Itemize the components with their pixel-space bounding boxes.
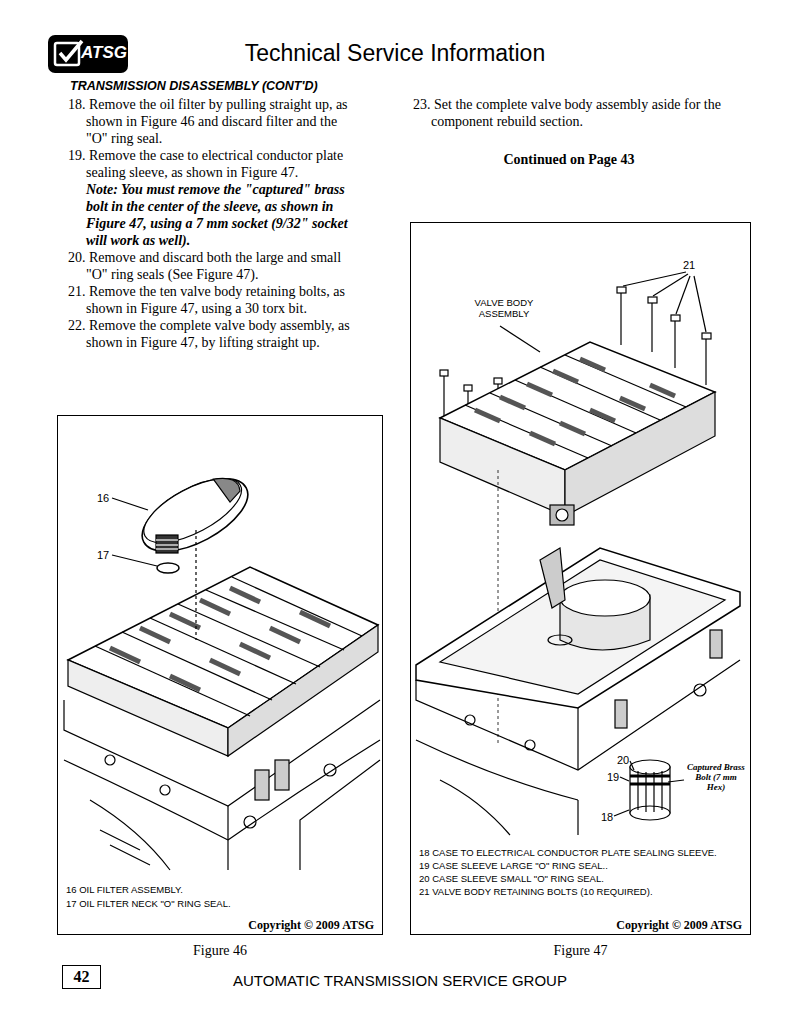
- callout-number: 20: [617, 754, 629, 766]
- step-text: 23. Set the complete valve body assembly…: [413, 96, 725, 130]
- step-text: 22. Remove the complete valve body assem…: [68, 317, 358, 351]
- step-text: 20. Remove and discard both the large an…: [68, 249, 358, 283]
- callout-number: 17: [97, 549, 109, 561]
- step-text: 19. Remove the case to electrical conduc…: [68, 147, 358, 181]
- step-text: 18. Remove the oil filter by pulling str…: [68, 96, 358, 147]
- logo-ground: [48, 35, 128, 73]
- figure-caption: Figure 46: [58, 943, 382, 959]
- figure-46-art: [64, 464, 380, 870]
- legend-line: 18 CASE TO ELECTRICAL CONDUCTOR PLATE SE…: [419, 847, 717, 858]
- legend-line: 16 OIL FILTER ASSEMBLY.: [66, 884, 183, 895]
- copyright: Copyright © 2009 ATSG: [248, 918, 374, 933]
- continued-note: Continued on Page 43: [413, 152, 725, 168]
- figure-frame: 21VALVE BODY ASSEMBLY 20 19 18 Captured Bras…: [410, 222, 751, 935]
- step-text: 21. Remove the ten valve body retaining …: [68, 283, 358, 317]
- callout-note: Captured Brass Bolt (7 mm Hex): [687, 762, 745, 792]
- figure-frame: 16 17 16 OIL FILTER ASSEMBLY. 17 OIL FILTER…: [57, 415, 383, 935]
- text-column: 23. Set the complete valve body assembly…: [413, 96, 725, 168]
- figure-47-art: [416, 272, 740, 835]
- copyright: Copyright © 2009 ATSG: [616, 918, 742, 933]
- callout-number: 18: [601, 811, 613, 823]
- logo-box: ATSG: [48, 35, 133, 73]
- callout-number: 19: [607, 771, 619, 783]
- logo-check: [60, 41, 82, 60]
- note-text: Note: You must remove the "captured" bra…: [68, 181, 358, 249]
- text-column: 18. Remove the oil filter by pulling str…: [68, 96, 358, 351]
- figure-caption: Figure 47: [411, 943, 750, 959]
- legend-line: 17 OIL FILTER NECK "O" RING SEAL.: [66, 898, 231, 909]
- section-heading: TRANSMISSION DISASSEMBLY (CONT'D): [70, 79, 318, 93]
- callout-number: 21: [683, 259, 695, 271]
- legend-line: 21 VALVE BODY RETAINING BOLTS (10 REQUIR…: [419, 886, 653, 897]
- logo-text: ATSG: [81, 43, 127, 63]
- legend-line: 20 CASE SLEEVE SMALL "O" RING SEAL.: [419, 873, 604, 884]
- callout-number: 16: [97, 492, 109, 504]
- part-name: VALVE BODY ASSEMBLY: [469, 297, 539, 319]
- legend-line: 19 CASE SLEEVE LARGE "O" RING SEAL..: [419, 860, 608, 871]
- footer-text: AUTOMATIC TRANSMISSION SERVICE GROUP: [0, 972, 800, 989]
- page-number-box: 42: [62, 965, 101, 989]
- page-number: 42: [63, 968, 100, 986]
